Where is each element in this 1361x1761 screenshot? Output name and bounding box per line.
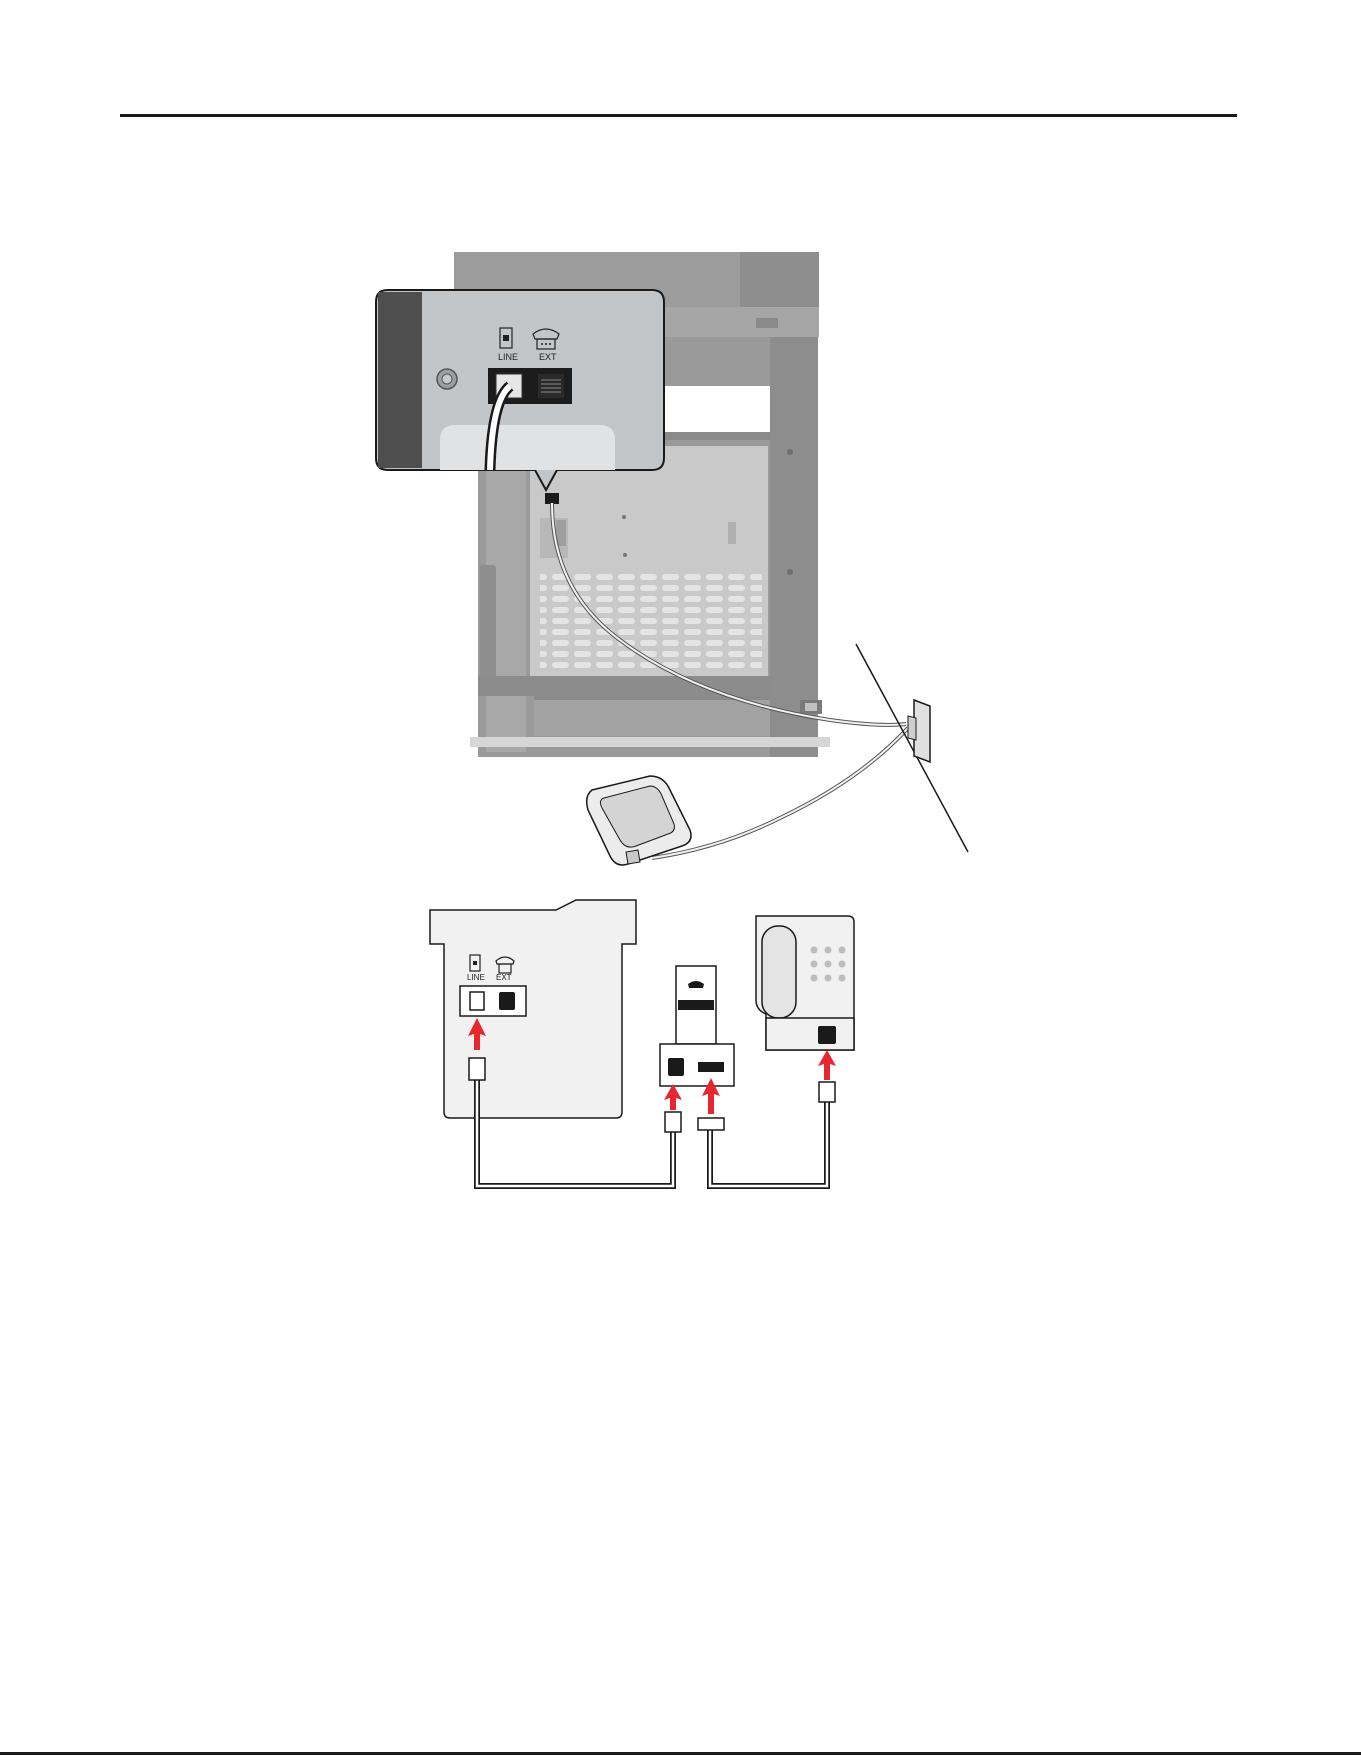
schematic-line-label: LINE	[467, 973, 485, 982]
rj11-plug	[469, 1058, 485, 1080]
callout-line-label: LINE	[498, 352, 518, 362]
rj11-plug	[698, 1118, 724, 1130]
telephone-device	[587, 776, 691, 865]
wall-jack	[908, 700, 930, 762]
screw-icon	[437, 369, 457, 389]
rj11-plug	[665, 1112, 681, 1132]
jack-callout: LINE EXT	[376, 290, 664, 490]
rj11-plug	[819, 1082, 835, 1102]
footer-rule	[0, 1752, 1361, 1755]
splitter-to-phone-cable	[710, 1102, 827, 1186]
line-splitter	[660, 966, 734, 1086]
telephone-schematic	[756, 916, 854, 1050]
wall-line	[856, 644, 968, 852]
callout-ext-label: EXT	[539, 352, 557, 362]
schematic-ext-label: EXT	[496, 973, 512, 982]
printer-schematic: LINE EXT	[430, 900, 636, 1118]
